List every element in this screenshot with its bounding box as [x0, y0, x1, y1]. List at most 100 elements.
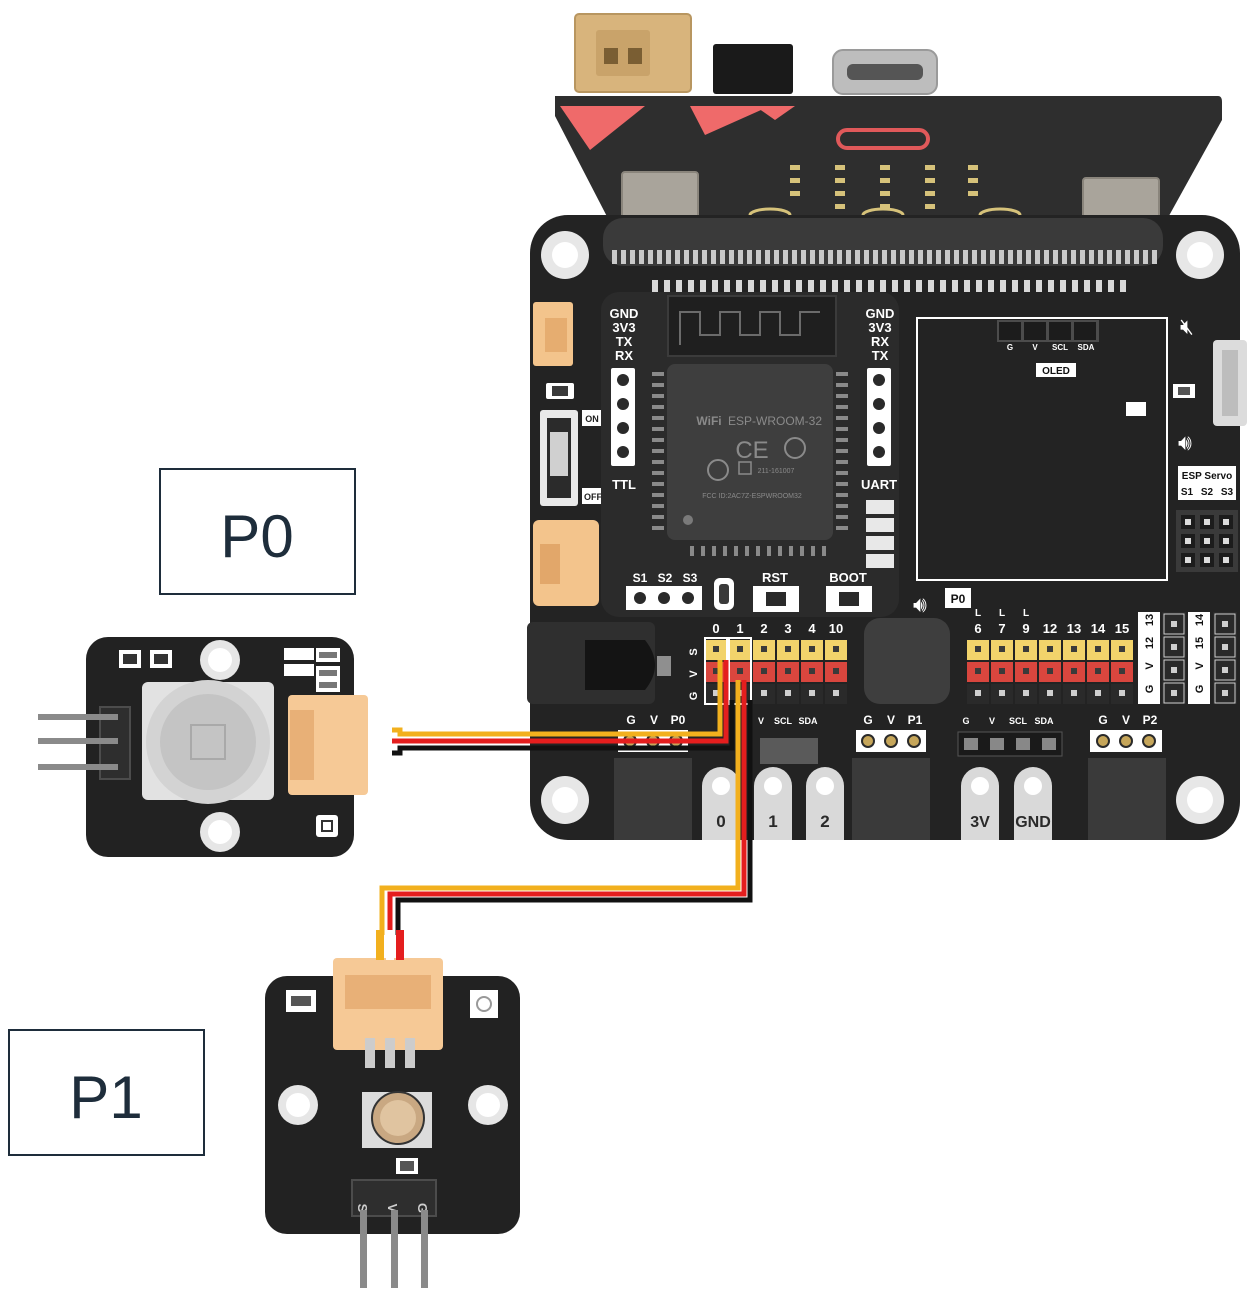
- microbit-body: [555, 96, 1222, 232]
- ttl-header: [611, 368, 635, 466]
- led-pin-letter: G: [415, 1203, 430, 1213]
- esp32-castellations: [652, 372, 848, 556]
- pir-label-box: [316, 815, 338, 837]
- port-label: V: [650, 713, 658, 727]
- port-i2c-a-connector: [760, 738, 818, 764]
- buzzer-pin-label: P0: [951, 592, 966, 606]
- microbit-led-power: [836, 128, 930, 150]
- port-p1-connector: [852, 758, 930, 840]
- ttl-pin-label: 3V3: [612, 320, 635, 335]
- microbit-accent: [560, 106, 645, 150]
- esp32-antenna: [667, 295, 837, 357]
- reset-button: [713, 44, 793, 94]
- gpio-pin-number: 1: [736, 621, 743, 636]
- side-pin-label: 13: [1144, 614, 1156, 626]
- side-pin-label: G: [1194, 685, 1206, 694]
- gpio-pin-number: 12: [1043, 621, 1057, 636]
- led-mark: L: [975, 608, 981, 619]
- gpio-pin-number: 9: [1022, 621, 1029, 636]
- esp-servo-label: ESP Servo: [1182, 471, 1232, 482]
- mounting-holes: [541, 231, 1224, 824]
- oled-pin-label: SDA: [1078, 343, 1095, 352]
- uart-smd: [866, 536, 894, 550]
- side-pin-label: 14: [1194, 613, 1206, 626]
- port-label: G: [863, 713, 872, 727]
- oled-label-box: [1036, 363, 1076, 377]
- mute-icon: 🔇︎: [1180, 315, 1194, 340]
- gpio-pin-number: 14: [1091, 621, 1106, 636]
- edge-pad-label: 3V: [970, 814, 990, 831]
- oled-header: [997, 320, 1099, 342]
- wire-p0-black: [392, 700, 735, 756]
- edge-pad: [806, 767, 844, 840]
- port-label: V: [1122, 713, 1130, 727]
- esp-servo-s2: S2: [658, 571, 673, 585]
- led-pin-letter: V: [385, 1204, 400, 1213]
- gpio-pin-number: 13: [1067, 621, 1081, 636]
- esp32-fcc: FCC ID:2AC7Z-ESPWROOM32: [702, 493, 802, 500]
- callout-p0: P0: [159, 468, 356, 595]
- oled-pin-label: V: [1032, 343, 1038, 352]
- uart-smd: [866, 500, 894, 514]
- microbit-accent: [690, 106, 770, 135]
- ttl-pin-label: RX: [615, 348, 633, 363]
- edge-pad: [1014, 767, 1052, 840]
- esp-servo-s3: S3: [683, 571, 698, 585]
- gpio-pin-number: 4: [808, 621, 816, 636]
- header-row-top: [652, 280, 1126, 292]
- port-label: G: [962, 716, 969, 726]
- wire-p1-black: [395, 700, 753, 935]
- row-labels: SVG: [688, 648, 700, 700]
- esp-servo-grid: [1176, 510, 1238, 572]
- side-pin-label: V: [1144, 662, 1156, 670]
- battery-connector-pin: [604, 48, 618, 64]
- wire-p0-red: [392, 660, 729, 744]
- port-label: SCL: [1009, 716, 1028, 726]
- led-mark: L: [999, 608, 1005, 619]
- usb-port-inner: [847, 64, 923, 80]
- edge-pad: [702, 767, 740, 840]
- transistor: [1126, 402, 1146, 416]
- edge-pad: [961, 767, 999, 840]
- gpio-pin-number: 7: [998, 621, 1005, 636]
- wire-p0-yellow: [392, 660, 723, 737]
- esp32-chip-name: ESP-WROOM-32: [728, 414, 822, 428]
- port-label: V: [758, 716, 764, 726]
- microbit-accent: [755, 106, 795, 120]
- gpio-pin-number: 6: [974, 621, 981, 636]
- esp32-cert-icon: [784, 437, 806, 459]
- led-matrix: [790, 165, 978, 209]
- uart-smd: [866, 518, 894, 532]
- esp32-shield: [667, 364, 833, 540]
- jst-connector-2: [533, 520, 599, 606]
- side-pin-label: 12: [1144, 637, 1156, 649]
- oled-pin-label: SCL: [1052, 343, 1068, 352]
- battery-connector-pin: [628, 48, 642, 64]
- edge-pad: [754, 767, 792, 840]
- port-label: P1: [908, 713, 923, 727]
- gpio-pin-number: 3: [784, 621, 791, 636]
- oled-area: [916, 317, 1168, 581]
- uart-label: UART: [861, 477, 897, 492]
- battery-connector-slot: [596, 30, 650, 76]
- edge-pad-label: GND: [1015, 814, 1051, 831]
- gpio-header-right: [967, 640, 1133, 704]
- ttl-pin-label: TX: [616, 334, 633, 349]
- side-pin-label: 15: [1194, 637, 1206, 649]
- buzzer-pin-box: [945, 588, 971, 608]
- callout-p1: P1: [8, 1029, 205, 1156]
- gpio-pin-number: 15: [1115, 621, 1129, 636]
- uart-pin-label: 3V3: [868, 320, 891, 335]
- ttl-label: TTL: [612, 477, 636, 492]
- side-pin-label: V: [1194, 662, 1206, 670]
- switch-on-box: [582, 410, 602, 426]
- port-label: V: [887, 713, 895, 727]
- esp-servo-s3-pin: S3: [1221, 487, 1234, 498]
